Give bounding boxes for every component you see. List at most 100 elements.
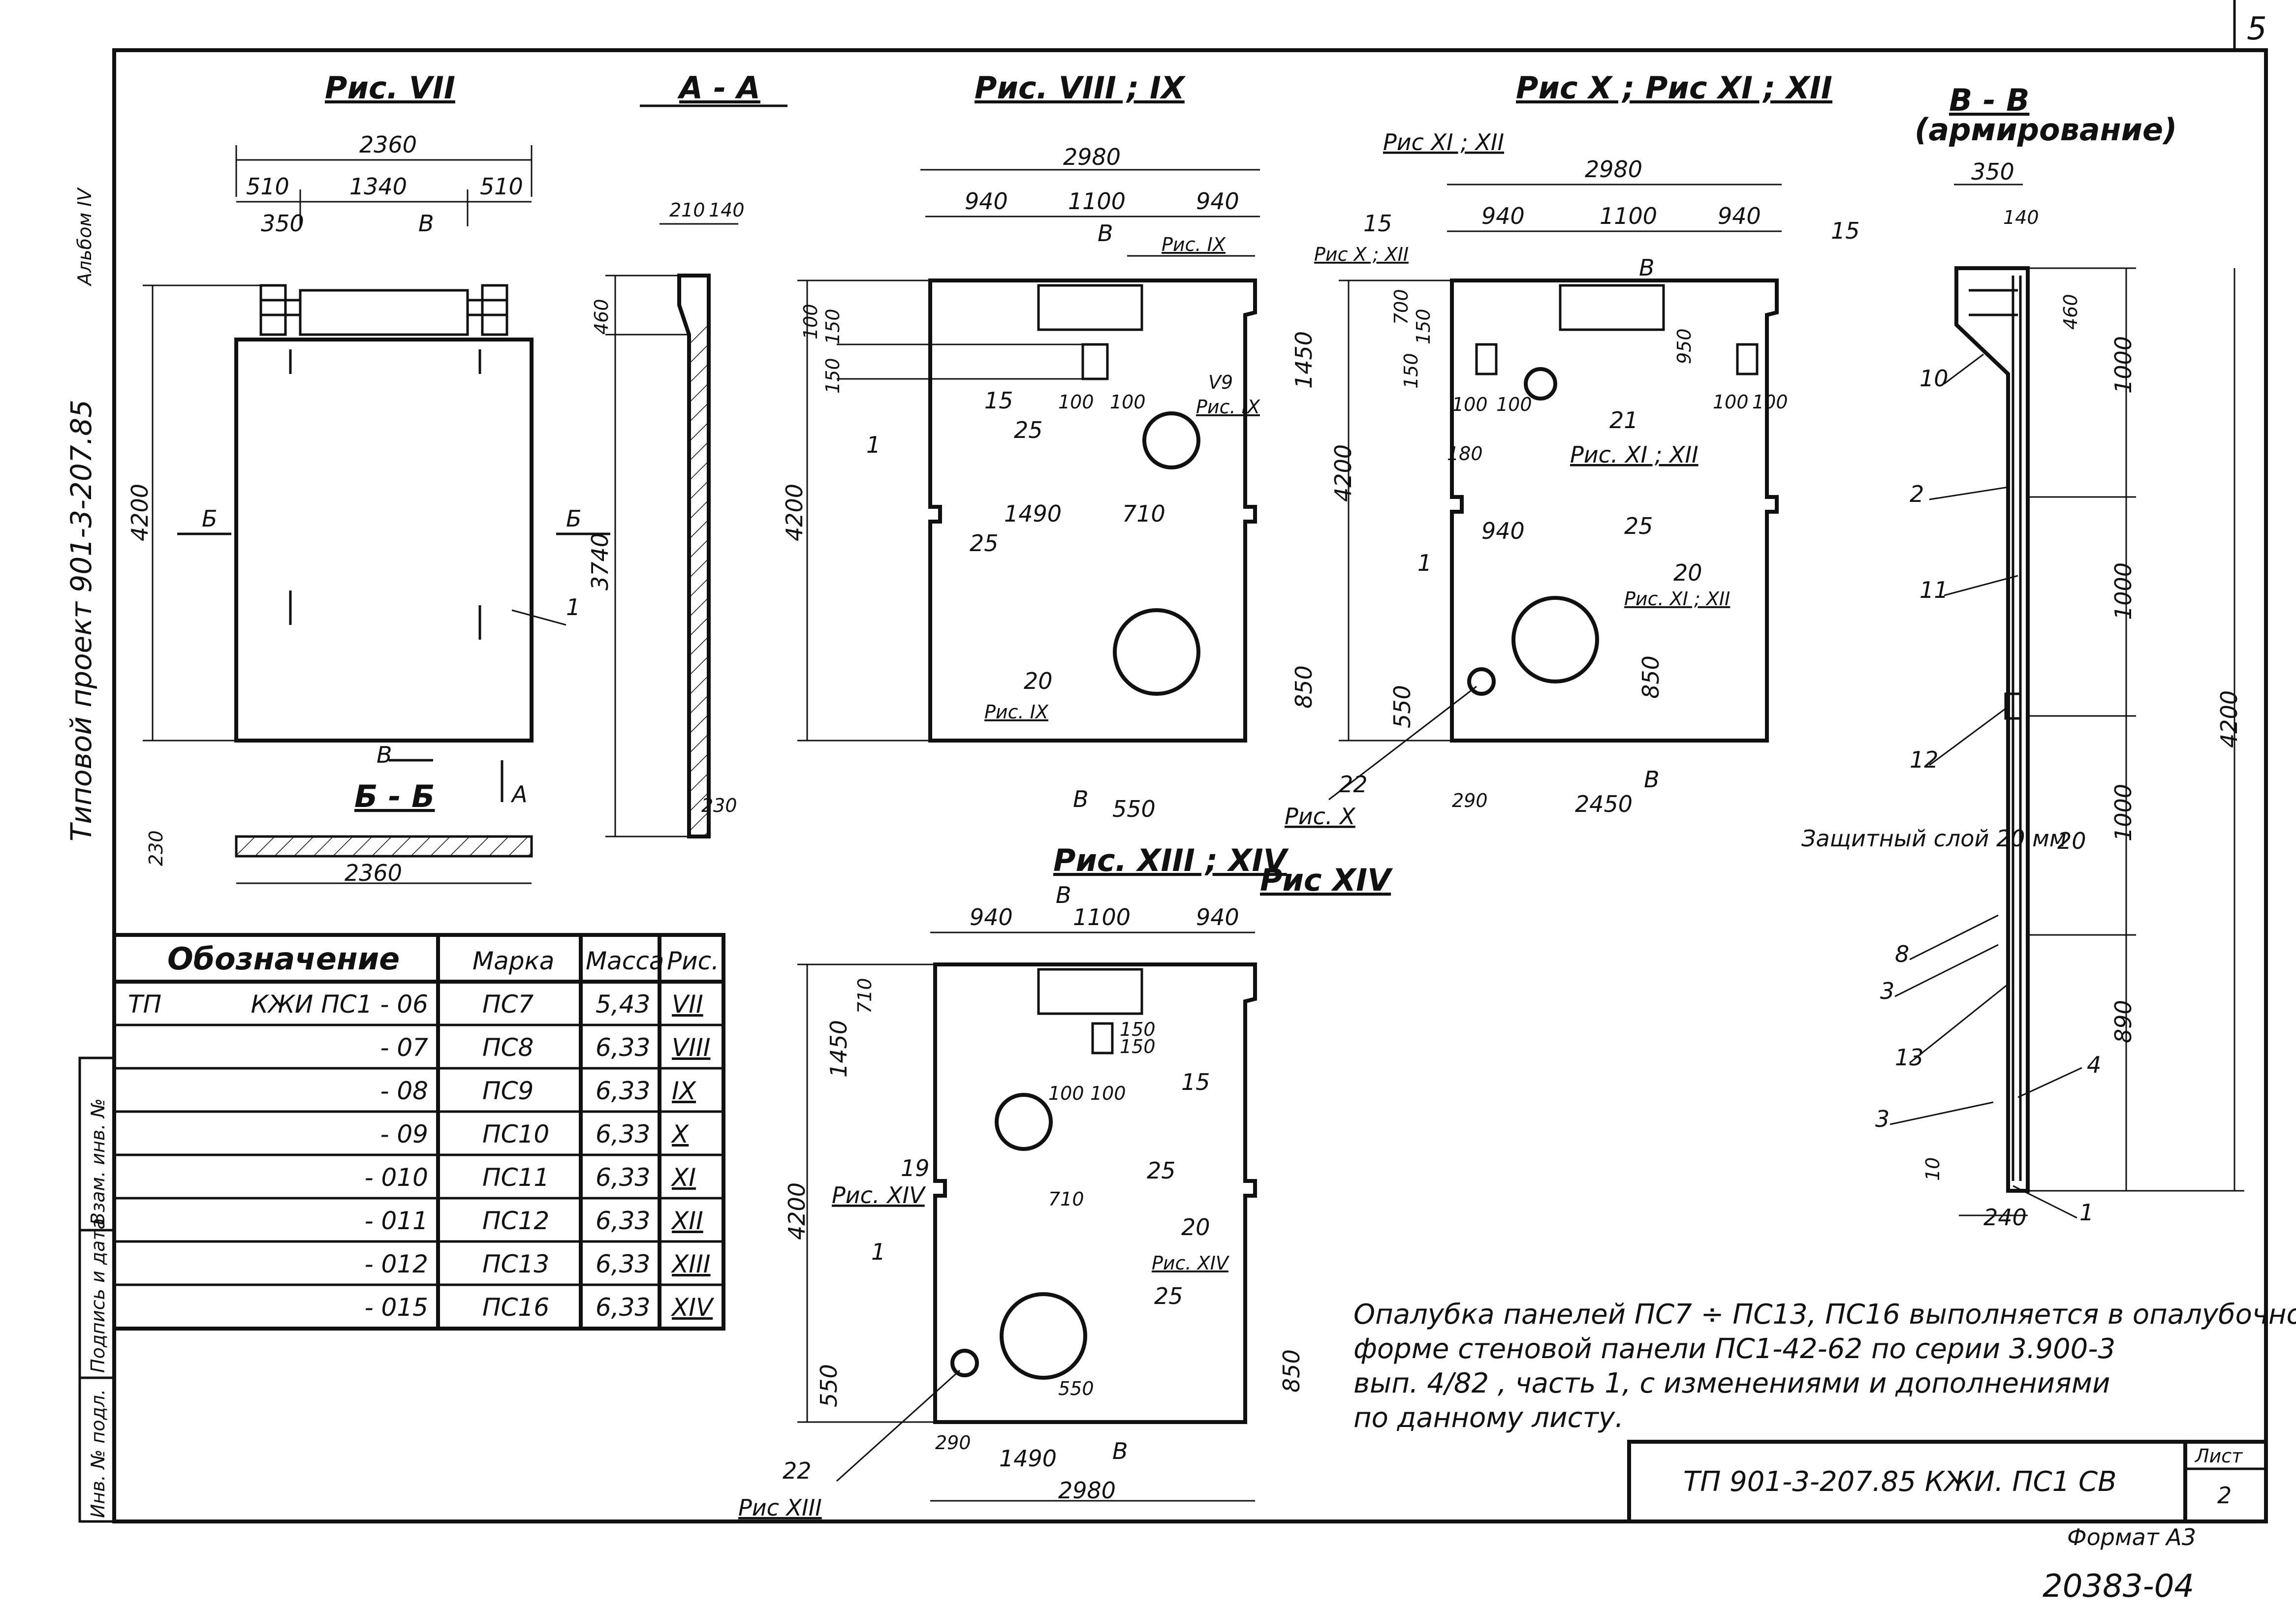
title-block-sheet-label: Лист	[2194, 1445, 2243, 1467]
fig10-12-callout-22: 22	[1339, 771, 1368, 798]
table-cell-mark: ПС13	[482, 1250, 549, 1278]
table-cell-mark: ПС11	[482, 1163, 549, 1192]
side-stamp: Инв. № подл. Подпись и дата Взам. инв. №	[78, 1056, 116, 1523]
table-cell-designation: КЖИ ПС1 - 06	[251, 990, 428, 1019]
fig13-14-dim-940b: 940	[1196, 904, 1239, 930]
section-aa-title: А - А	[677, 70, 760, 106]
fig10-12-label-fig10: Рис. X	[1285, 803, 1356, 830]
fig10-12-dim-width: 2980	[1585, 156, 1642, 183]
table-cell-fig: XIII	[670, 1250, 711, 1278]
fig13-14-label-fig14-a: Рис. XIV	[832, 1182, 926, 1209]
fig10-12-dim-100d: 100	[1752, 391, 1788, 413]
fig7-dim-width: 2360	[359, 131, 417, 158]
fig8-9-mark-v-top: В	[1098, 220, 1113, 247]
fig7-view: Рис. VII 2360 510 1340 510 350 4200 Б Б	[126, 70, 610, 807]
fig10-12-dim-940b: 940	[1718, 203, 1761, 229]
section-bb-dim-2360: 2360	[345, 860, 402, 886]
stamp-cell-inv: Инв. № подл.	[87, 1389, 109, 1518]
fig13-14-dim-550a: 550	[816, 1364, 842, 1407]
note-line-2: форме стеновой панели ПС1-42-62 по серии…	[1353, 1333, 2115, 1365]
fig13-14-dim-550b: 550	[1058, 1378, 1094, 1399]
table-header-mark: Марка	[472, 947, 554, 975]
fig8-9-dim-width: 2980	[1063, 144, 1121, 170]
fig13-14-title: Рис. XIII ; XIV	[1053, 842, 1290, 878]
fig8-9-dim-1450: 1450	[1290, 331, 1317, 389]
section-vv-callout-3b: 3	[1875, 1106, 1889, 1132]
fig7-dim-350: 350	[261, 210, 304, 237]
fig13-14-label-fig14-top: Рис XIV	[1260, 862, 1393, 898]
fig8-9-mark-v-bottom: В	[1073, 786, 1089, 812]
section-vv-view: В - В (армирование) 350 140 460 1000 100…	[1801, 82, 2244, 1231]
note-line-3: вып. 4/82 , часть 1, с изменениями и доп…	[1353, 1367, 2110, 1399]
section-vv-protective-layer-note: Защитный слой 20 мм	[1801, 825, 2067, 852]
fig13-14-dim-150b: 150	[1120, 1036, 1156, 1057]
fig7-dim-mid: 1340	[349, 173, 407, 200]
fig8-9-dim-940a: 940	[965, 188, 1008, 215]
fig10-12-label-fig11-12-c: Рис. XI ; XII	[1624, 588, 1730, 610]
fig10-12-view: Рис X ; Рис XI ; XII Рис XI ; XII 2980 9…	[1285, 70, 1860, 830]
table-cell-designation: - 07	[380, 1033, 428, 1062]
fig8-9-callout-15: 15	[984, 387, 1013, 414]
table-cell-designation: - 012	[365, 1250, 428, 1278]
fig7-dim-right: 510	[480, 173, 523, 200]
fig7-mark-b-right: Б	[566, 505, 582, 532]
table-cell-prefix: ТП	[128, 990, 161, 1019]
fig8-9-view: Рис. VIII ; IX 2980 940 1100 940 Рис. IX…	[781, 70, 1317, 822]
section-aa-dim-140: 140	[709, 199, 745, 221]
fig8-9-dim-940b: 940	[1196, 188, 1239, 215]
fig10-12-callout-25: 25	[1624, 513, 1653, 539]
fig10-12-label-fig10-12: Рис X ; XII	[1314, 244, 1409, 265]
fig13-14-label-fig13: Рис XIII	[738, 1494, 822, 1521]
fig13-14-callout-25b: 25	[1154, 1283, 1183, 1309]
fig8-9-dim-100a: 100	[800, 304, 821, 340]
side-project-title: Типовой проект 901-3-207.85	[64, 400, 98, 841]
fig13-14-dim-2980: 2980	[1058, 1477, 1116, 1504]
section-vv-dim-1000c: 1000	[2110, 784, 2137, 841]
fig8-9-dim-1490: 1490	[1004, 500, 1062, 527]
section-bb-title: Б - Б	[354, 778, 435, 814]
fig7-mark-b-left: Б	[202, 505, 218, 532]
drawing-frame	[112, 48, 2268, 1523]
fig10-12-label-fig11-12: Рис XI ; XII	[1383, 129, 1504, 155]
fig10-12-title: Рис X ; Рис XI ; XII	[1516, 70, 1832, 106]
stamp-cell-sign: Подпись и дата	[87, 1218, 109, 1373]
section-vv-dim-4200: 4200	[2216, 690, 2242, 748]
title-block-code: ТП 901-3-207.85 КЖИ. ПС1 СВ	[1683, 1466, 2117, 1498]
fig10-12-callout-20: 20	[1673, 559, 1702, 586]
section-vv-dim-460: 460	[2060, 294, 2081, 330]
fig7-dim-left: 510	[246, 173, 289, 200]
fig10-12-callout-1: 1	[1417, 550, 1432, 576]
fig10-12-dim-150b: 150	[1400, 353, 1422, 389]
fig10-12-dim-height: 4200	[1330, 444, 1356, 502]
section-vv-callout-11: 11	[1919, 577, 1949, 603]
table-cell-mass: 5,43	[596, 990, 650, 1019]
section-vv-dim-10: 10	[1922, 1157, 1944, 1181]
section-vv-dim-350: 350	[1971, 158, 2014, 185]
section-vv-dim-140: 140	[2003, 207, 2039, 228]
fig13-14-dim-710a: 710	[854, 978, 876, 1014]
fig13-14-callout-19: 19	[901, 1155, 930, 1181]
fig8-9-callout-20: 20	[1024, 668, 1053, 694]
fig10-12-dim-940c: 940	[1481, 518, 1525, 544]
fig13-14-panel-outline	[933, 962, 1257, 1424]
stamp-cell-replace: Взам. инв. №	[87, 1098, 109, 1225]
fig8-9-label-fig9-mid: Рис. IX	[1196, 396, 1260, 418]
table-cell-fig: XIV	[670, 1293, 715, 1322]
side-album-label: Альбом IV	[74, 187, 95, 287]
table-cell-designation: - 09	[380, 1120, 428, 1148]
table-cell-mark: ПС7	[482, 990, 534, 1019]
title-block: ТП 901-3-207.85 КЖИ. ПС1 СВ Лист 2	[1627, 1440, 2268, 1523]
fig10-12-dim-940a: 940	[1481, 203, 1525, 229]
section-vv-callout-1: 1	[2079, 1199, 2094, 1226]
fig8-9-dim-150a: 150	[822, 309, 844, 344]
fig7-callout-1: 1	[566, 594, 580, 620]
table-cell-mass: 6,33	[596, 1207, 650, 1235]
table-cell-fig: IX	[672, 1077, 697, 1105]
fig7-title: Рис. VII	[325, 70, 455, 106]
fig8-9-dim-100b: 100	[1058, 391, 1094, 413]
section-vv-callout-12: 12	[1910, 746, 1939, 773]
fig10-12-dim-100b: 100	[1496, 394, 1532, 415]
fig10-12-label-fig11-12-b: Рис. XI ; XII	[1570, 441, 1698, 468]
